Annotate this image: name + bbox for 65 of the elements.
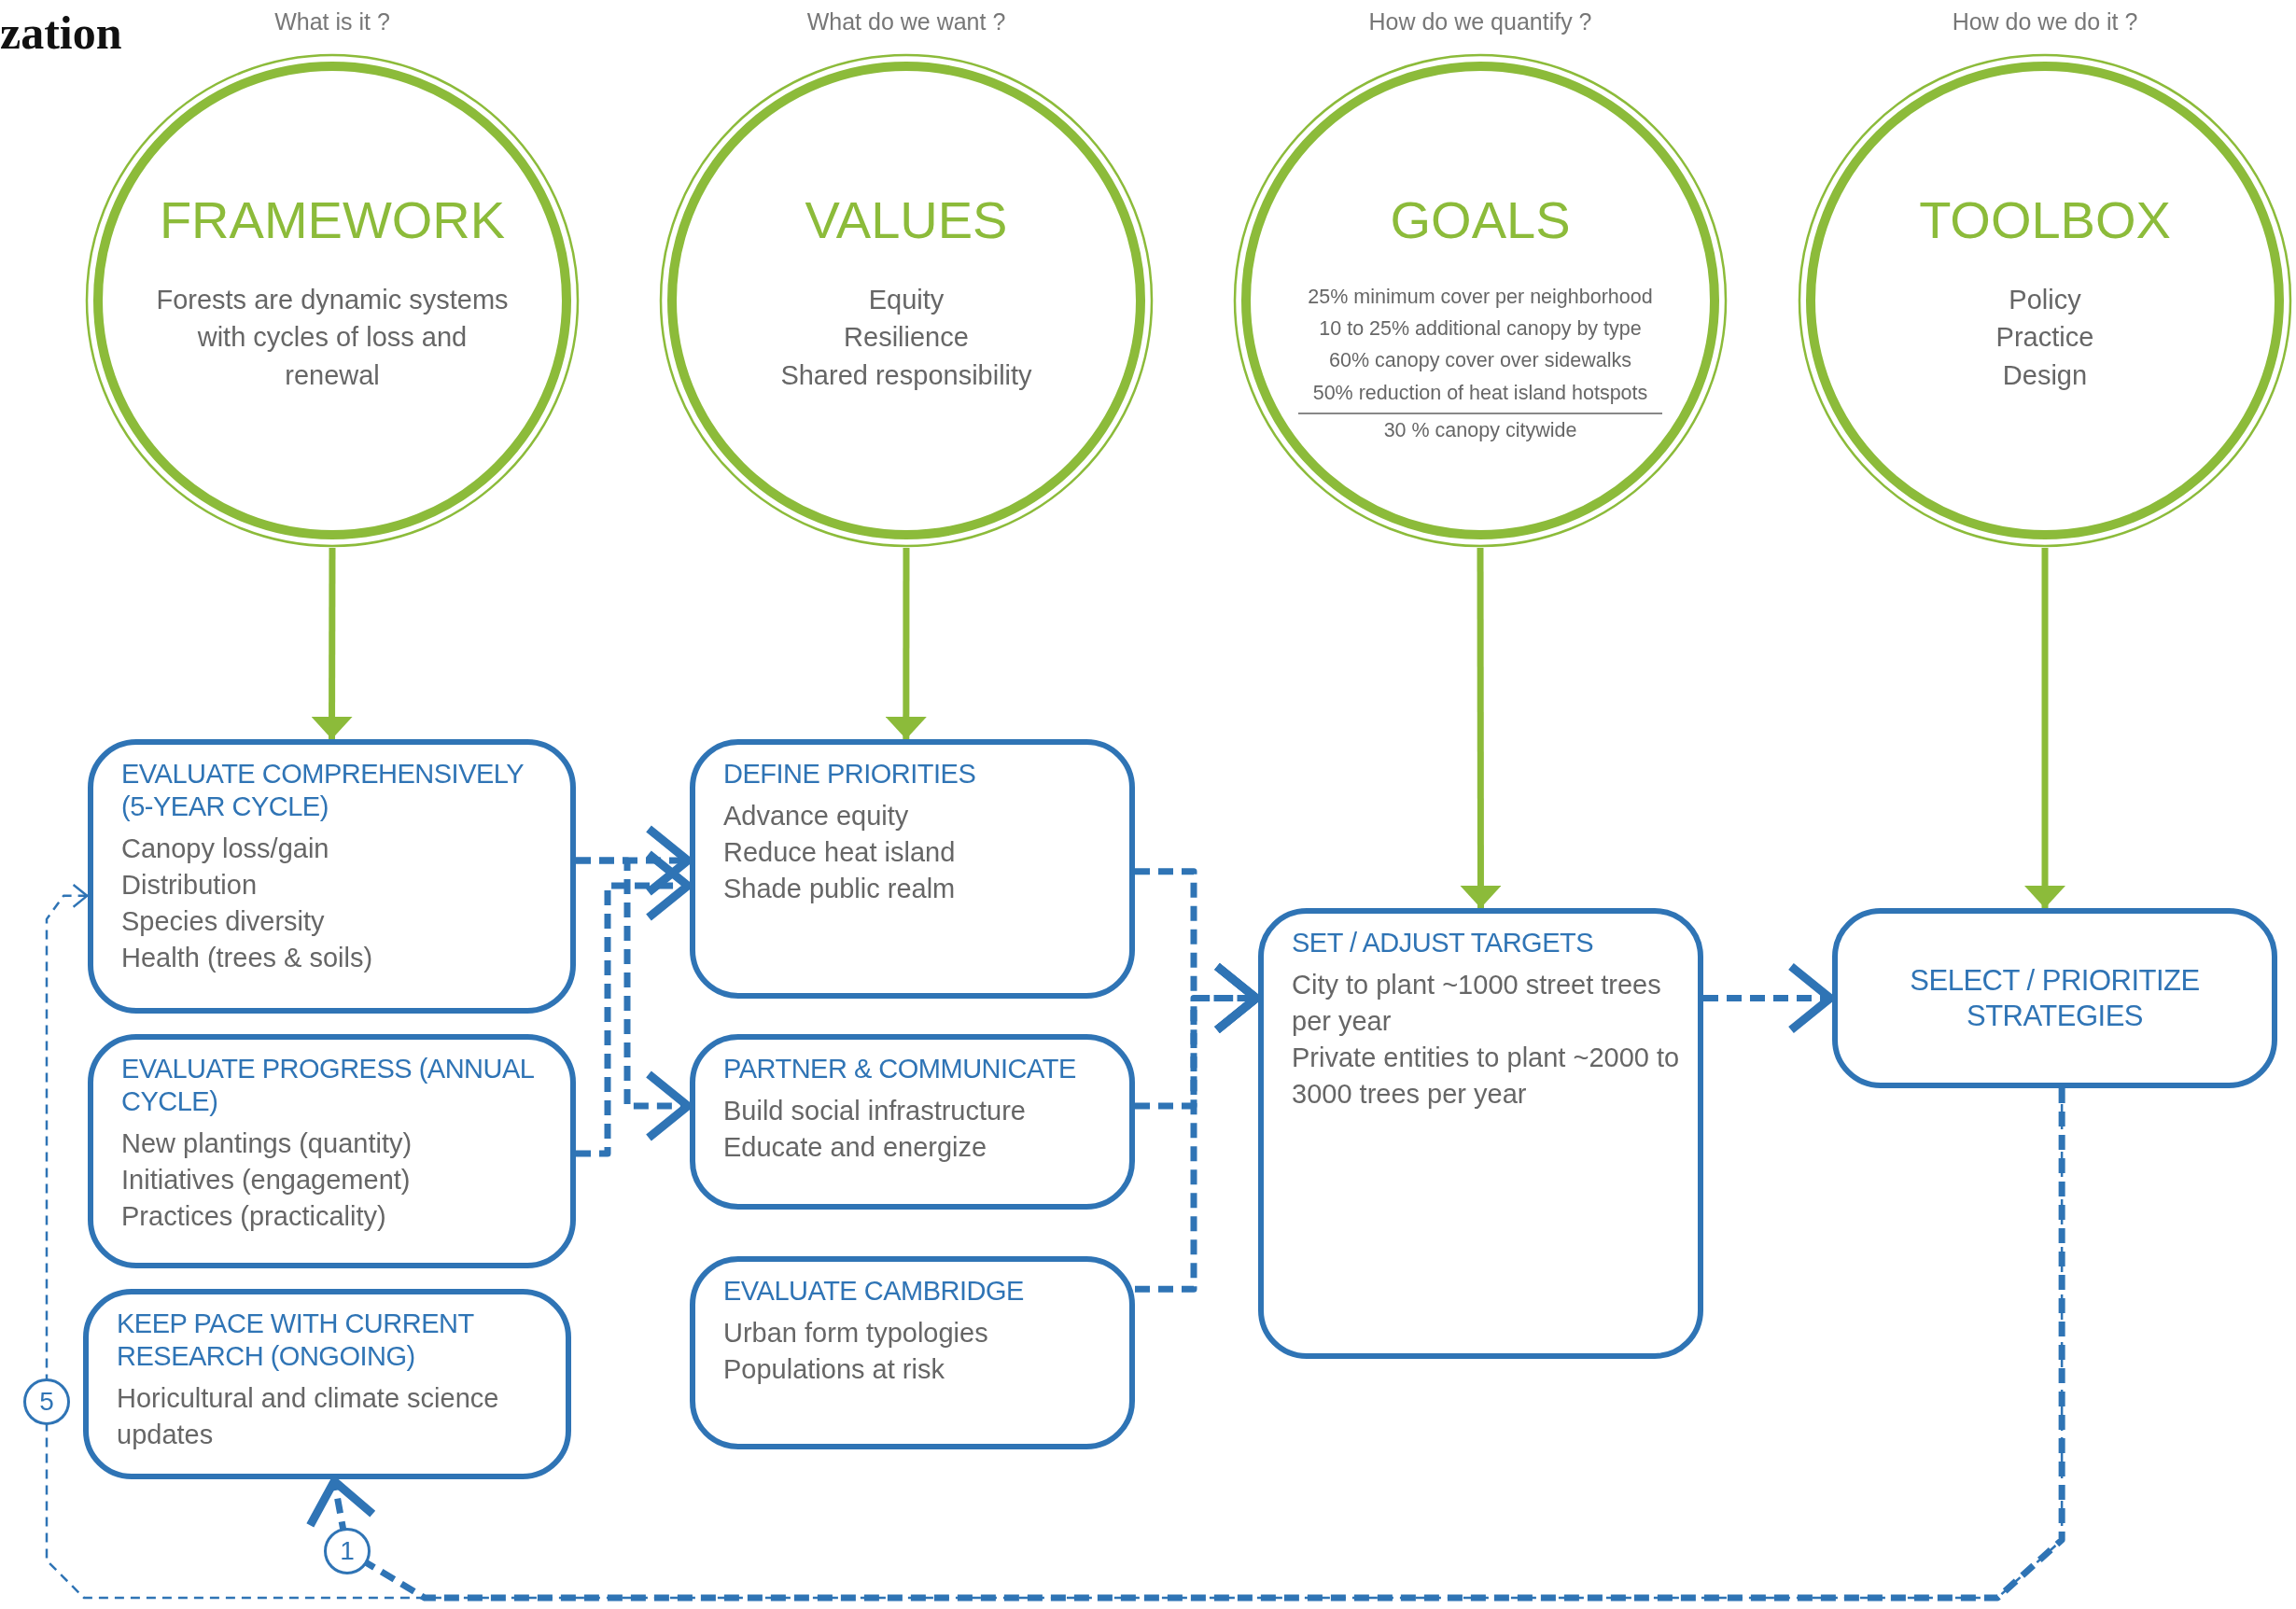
page-title: zation <box>0 6 122 60</box>
arrow <box>311 548 353 739</box>
list-item: Advance equity <box>723 799 910 832</box>
box-heading: PARTNER & COMMUNICATE <box>723 1053 1077 1085</box>
step-number: 1 <box>324 1528 371 1574</box>
circle-node <box>1798 53 2292 548</box>
circle-text: 60% canopy cover over sidewalks <box>1329 348 1631 374</box>
list-item: New plantings (quantity) <box>121 1126 413 1160</box>
list-item: Urban form typologies <box>723 1316 989 1350</box>
list-item: Shade public realm <box>723 873 957 906</box>
circle-title: VALUES <box>805 191 1008 249</box>
circle-node <box>1233 53 1728 548</box>
circle-text: 10 to 25% additional canopy by type <box>1319 316 1642 342</box>
dashed-arrow <box>305 1088 2065 1602</box>
arrow <box>885 548 927 739</box>
rounded-box <box>88 1034 576 1268</box>
rounded-box <box>690 1256 1135 1449</box>
rounded-box <box>83 1289 571 1479</box>
list-item: Build social infrastructure <box>723 1094 1027 1127</box>
circle-text: Resilience <box>844 321 969 355</box>
circle-node <box>659 53 1154 548</box>
box-heading: DEFINE PRIORITIES <box>723 758 977 791</box>
circle-text: Shared responsibility <box>780 358 1032 392</box>
box-heading: EVALUATE PROGRESS (ANNUAL CYCLE) <box>121 1053 535 1118</box>
rounded-box <box>1832 908 2277 1088</box>
circle-node <box>85 53 580 548</box>
list-item: Practices (practicality) <box>121 1199 387 1233</box>
list-item: Educate and energize <box>723 1130 988 1164</box>
step-number: 5 <box>23 1378 70 1425</box>
list-item: Species diversity <box>121 904 326 938</box>
list-item: Reduce heat island <box>723 835 957 869</box>
circle-title: FRAMEWORK <box>159 191 506 249</box>
circle-text: Practice <box>1995 321 2094 355</box>
list-item: City to plant ~1000 street trees per year <box>1292 968 1662 1038</box>
question-caption: How do we quantify ? <box>1367 8 1593 35</box>
list-item: Initiatives (engagement) <box>121 1163 412 1196</box>
rounded-box <box>1258 908 1703 1359</box>
arrow <box>1460 548 1502 908</box>
circle-text: 30 % canopy citywide <box>1298 413 1662 447</box>
circle-title: GOALS <box>1390 191 1571 249</box>
circle-text: 50% reduction of heat island hotspots <box>1312 380 1648 406</box>
list-item: Health (trees & soils) <box>121 942 374 974</box>
list-item: Populations at risk <box>723 1352 945 1386</box>
circle-text: Forests are dynamic systems with cycles of loss and renewal <box>155 283 510 392</box>
circle-text: 25% minimum cover per neighborhood <box>1308 284 1653 310</box>
dashed-arrow <box>45 883 2064 1600</box>
box-heading: EVALUATE CAMBRIDGE <box>723 1275 1025 1308</box>
arrow <box>2024 548 2065 908</box>
list-item: Canopy loss/gain <box>121 832 330 865</box>
box-heading: KEEP PACE WITH CURRENT RESEARCH (ONGOING) <box>117 1308 475 1373</box>
circle-title: TOOLBOX <box>1919 191 2171 249</box>
box-heading: SET / ADJUST TARGETS <box>1292 927 1595 959</box>
rounded-box <box>690 739 1135 999</box>
box-heading: EVALUATE COMPREHENSIVELY (5-YEAR CYCLE) <box>121 758 525 823</box>
question-caption: How do we do it ? <box>1951 8 2139 35</box>
circle-text: Design <box>2002 358 2088 392</box>
circle-text: Equity <box>868 283 945 316</box>
list-item: Distribution <box>121 868 259 902</box>
circle-text: Policy <box>2009 283 2081 316</box>
question-caption: What do we want ? <box>805 8 1007 35</box>
list-item: Private entities to plant ~2000 to 3000 trees per year <box>1292 1042 1681 1112</box>
box-heading: SELECT / PRIORITIZE STRATEGIES <box>1909 963 2201 1033</box>
list-item: Horicultural and climate science updates <box>117 1381 500 1451</box>
rounded-box <box>88 739 576 1014</box>
rounded-box <box>690 1034 1135 1210</box>
